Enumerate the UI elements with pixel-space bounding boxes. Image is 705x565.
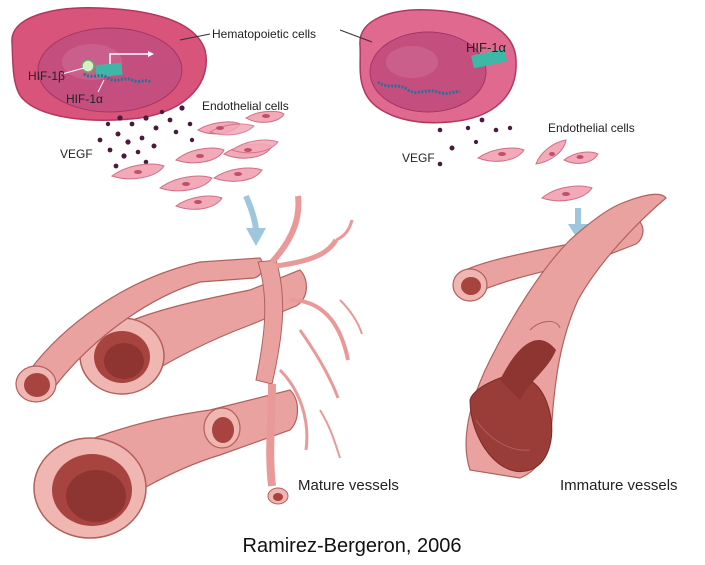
left-hematopoietic-cell: [12, 8, 210, 120]
hif1b-protein: [82, 60, 94, 72]
hif1a-protein-left: [96, 63, 123, 77]
label-hematopoietic-cells: Hematopoietic cells: [212, 27, 316, 41]
arrow-down-left: [246, 196, 266, 246]
right-hematopoietic-cell: [340, 10, 516, 123]
label-endothelial-right: Endothelial cells: [548, 121, 635, 135]
label-endothelial-left: Endothelial cells: [202, 99, 289, 113]
label-hif1b: HIF-1β: [28, 69, 65, 83]
label-vegf-left: VEGF: [60, 147, 93, 161]
label-immature-vessels: Immature vessels: [560, 477, 678, 494]
label-vegf-right: VEGF: [402, 151, 435, 165]
label-mature-vessels: Mature vessels: [298, 477, 399, 494]
label-hif1a-left: HIF-1α: [66, 92, 103, 106]
endothelial-cells-right: [478, 140, 598, 201]
figure-caption: Ramirez-Bergeron, 2006: [243, 535, 462, 557]
label-hif1a-right: HIF-1α: [466, 40, 507, 55]
endothelial-cells-left: [112, 111, 284, 209]
immature-vessels: [453, 194, 666, 478]
